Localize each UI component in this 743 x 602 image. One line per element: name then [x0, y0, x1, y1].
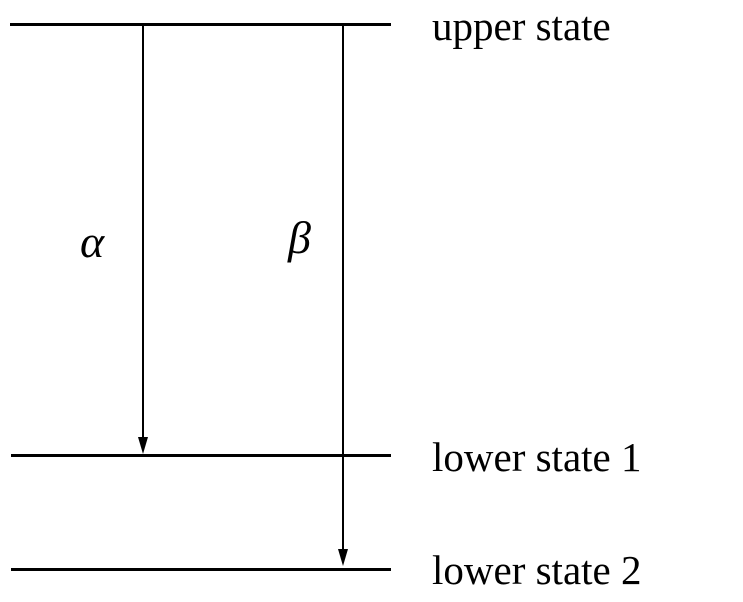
upper-state-level-line	[10, 23, 391, 26]
lower-state-1-level-line	[11, 454, 391, 457]
beta-transition-arrow-shaft	[342, 24, 344, 550]
alpha-transition-label: α	[80, 216, 105, 267]
alpha-transition-arrow-shaft	[142, 24, 144, 438]
lower-state-2-label: lower state 2	[432, 547, 642, 593]
alpha-arrowhead-icon	[138, 437, 148, 454]
beta-transition-label: β	[288, 212, 311, 263]
lower-state-2-level-line	[11, 568, 391, 571]
beta-arrowhead-icon	[338, 549, 348, 566]
lower-state-1-label: lower state 1	[432, 434, 642, 480]
upper-state-label: upper state	[432, 3, 611, 49]
